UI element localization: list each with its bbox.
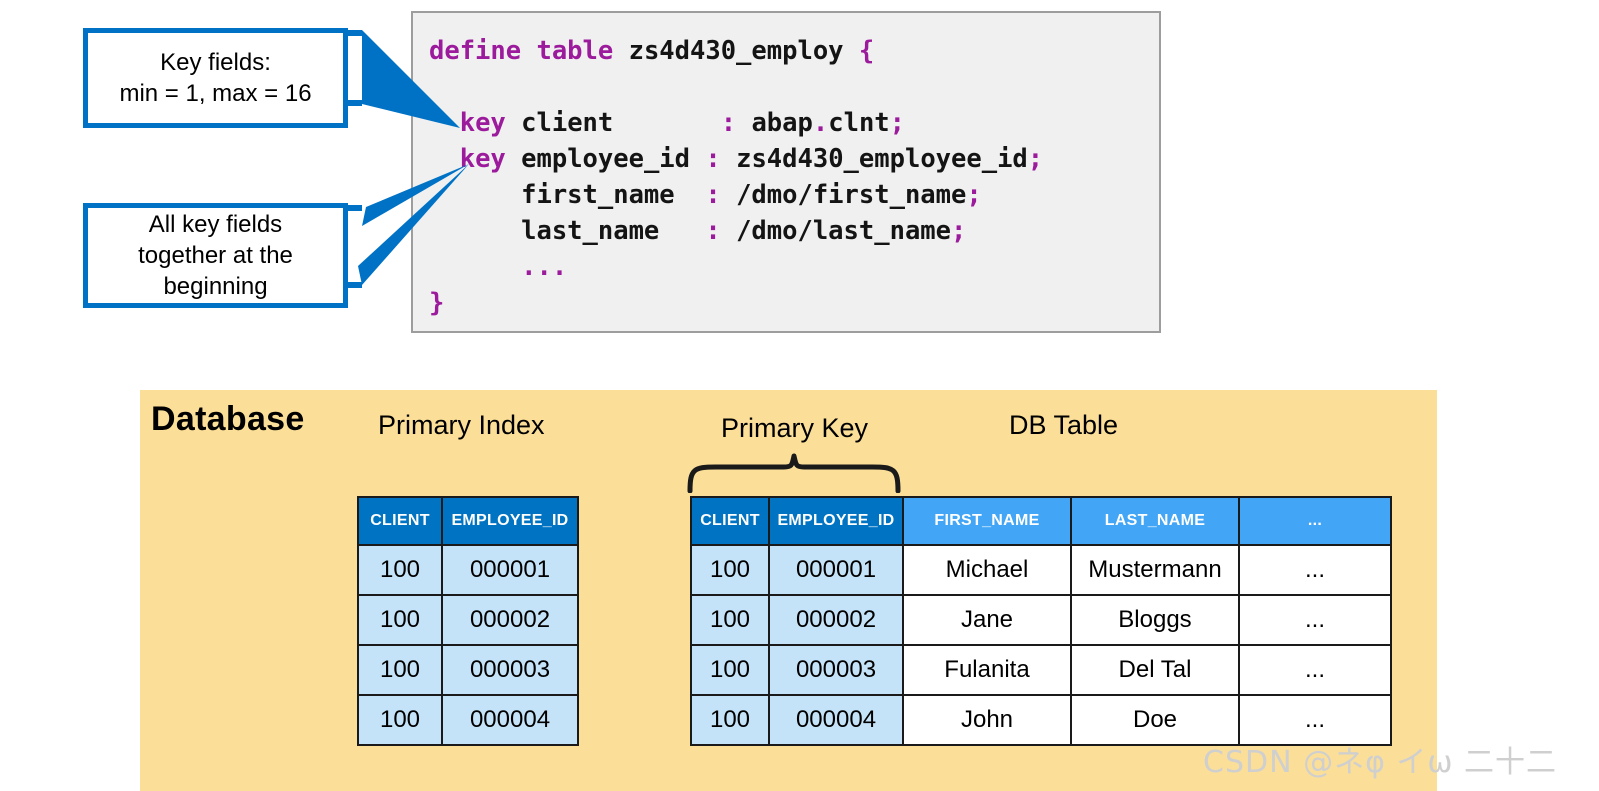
label-db-table: DB Table: [1009, 410, 1119, 440]
cds-code-block: define table zs4d430_employ { key client…: [429, 33, 1043, 321]
callout-all-key-fields-text: All key fields together at the beginning: [138, 209, 293, 302]
column-header-client: CLIENT: [690, 496, 770, 546]
code-token: .: [812, 108, 829, 138]
callout-key-fields: Key fields: min = 1, max = 16: [83, 28, 348, 128]
cell-last-name: Mustermann: [1070, 544, 1240, 596]
code-token: define table: [429, 36, 629, 66]
cell-employee-id: 000004: [768, 694, 904, 746]
code-token: :: [705, 216, 737, 246]
cell-last-name: Del Tal: [1070, 644, 1240, 696]
cell-last-name: Bloggs: [1070, 594, 1240, 646]
code-token: client: [521, 108, 721, 138]
column-header-client: CLIENT: [357, 496, 443, 546]
primary-index-thead: CLIENT EMPLOYEE_ID: [357, 496, 579, 546]
table-header-row: CLIENT EMPLOYEE_ID FIRST_NAME LAST_NAME …: [690, 496, 1392, 546]
csdn-watermark: CSDN @ネφ イω 二十二: [1203, 745, 1558, 780]
code-token: ;: [966, 180, 982, 210]
cell-client: 100: [690, 694, 770, 746]
table-row: 100 000001: [357, 544, 579, 596]
callout-line: Key fields:: [160, 49, 271, 76]
primary-index-table: CLIENT EMPLOYEE_ID 100 000001 100 000002…: [357, 496, 579, 746]
database-panel: Database Primary Index Primary Key DB Ta…: [140, 390, 1437, 791]
cell-employee-id: 000003: [441, 644, 579, 696]
code-token: first_name: [429, 180, 706, 210]
cell-client: 100: [357, 644, 443, 696]
code-token: zs4d430_employee_id: [736, 144, 1028, 174]
cell-employee-id: 000001: [441, 544, 579, 596]
table-row: 100 000003: [357, 644, 579, 696]
cell-first-name: John: [902, 694, 1072, 746]
code-token: abap: [751, 108, 813, 138]
callout-line: All key fields: [148, 211, 283, 238]
code-token: ;: [889, 108, 906, 138]
callout-line: min = 1, max = 16: [119, 80, 312, 107]
cell-first-name: Jane: [902, 594, 1072, 646]
table-header-row: CLIENT EMPLOYEE_ID: [357, 496, 579, 546]
table-row: 100 000003 Fulanita Del Tal ...: [690, 644, 1392, 696]
code-token: :: [705, 180, 737, 210]
primary-index-tbody: 100 000001 100 000002 100 000003 100 000…: [357, 544, 579, 746]
code-token: ...: [521, 252, 568, 282]
table-row: 100 000002 Jane Bloggs ...: [690, 594, 1392, 646]
code-token: ;: [1027, 144, 1044, 174]
code-token: [429, 252, 521, 282]
label-primary-index: Primary Index: [378, 410, 545, 440]
table-row: 100 000001 Michael Mustermann ...: [690, 544, 1392, 596]
cell-more: ...: [1238, 544, 1392, 596]
cell-client: 100: [690, 544, 770, 596]
column-header-first-name: FIRST_NAME: [902, 496, 1072, 546]
code-token: key: [459, 144, 522, 174]
cell-first-name: Fulanita: [902, 644, 1072, 696]
callout-line: together at the: [138, 242, 293, 269]
column-header-last-name: LAST_NAME: [1070, 496, 1240, 546]
cell-client: 100: [357, 544, 443, 596]
primary-key-brace: [687, 453, 901, 493]
cell-client: 100: [357, 694, 443, 746]
table-row: 100 000002: [357, 594, 579, 646]
cell-employee-id: 000004: [441, 694, 579, 746]
code-token: ;: [951, 216, 967, 246]
code-token: :: [720, 108, 752, 138]
code-token: {: [858, 36, 875, 66]
code-token: /dmo/first_name: [736, 180, 967, 210]
cell-employee-id: 000001: [768, 544, 904, 596]
code-token: zs4d430_employ: [628, 36, 859, 66]
label-primary-key: Primary Key: [721, 413, 869, 443]
callout-all-key-fields: All key fields together at the beginning: [83, 203, 348, 308]
code-token: clnt: [828, 108, 890, 138]
db-table-thead: CLIENT EMPLOYEE_ID FIRST_NAME LAST_NAME …: [690, 496, 1392, 546]
code-token: key: [459, 108, 522, 138]
cell-employee-id: 000002: [441, 594, 579, 646]
code-token: employee_id: [521, 144, 706, 174]
column-header-employee-id: EMPLOYEE_ID: [441, 496, 579, 546]
cell-last-name: Doe: [1070, 694, 1240, 746]
code-token: [429, 108, 460, 138]
column-header-more: ...: [1238, 496, 1392, 546]
cell-client: 100: [357, 594, 443, 646]
cell-employee-id: 000003: [768, 644, 904, 696]
code-token: last_name: [429, 216, 706, 246]
code-token: [429, 144, 460, 174]
cell-first-name: Michael: [902, 544, 1072, 596]
db-table-tbody: 100 000001 Michael Mustermann ... 100 00…: [690, 544, 1392, 746]
cell-client: 100: [690, 594, 770, 646]
table-row: 100 000004 John Doe ...: [690, 694, 1392, 746]
table-row: 100 000004: [357, 694, 579, 746]
code-token: }: [429, 288, 445, 318]
column-header-employee-id: EMPLOYEE_ID: [768, 496, 904, 546]
database-title: Database: [151, 400, 305, 438]
code-panel: define table zs4d430_employ { key client…: [411, 11, 1161, 333]
code-token: :: [705, 144, 737, 174]
cell-more: ...: [1238, 644, 1392, 696]
code-token: /dmo/last_name: [736, 216, 951, 246]
callout-key-fields-text: Key fields: min = 1, max = 16: [119, 47, 311, 109]
cell-more: ...: [1238, 594, 1392, 646]
cell-client: 100: [690, 644, 770, 696]
cell-employee-id: 000002: [768, 594, 904, 646]
db-table: CLIENT EMPLOYEE_ID FIRST_NAME LAST_NAME …: [690, 496, 1392, 746]
cell-more: ...: [1238, 694, 1392, 746]
callout-line: beginning: [163, 273, 268, 300]
